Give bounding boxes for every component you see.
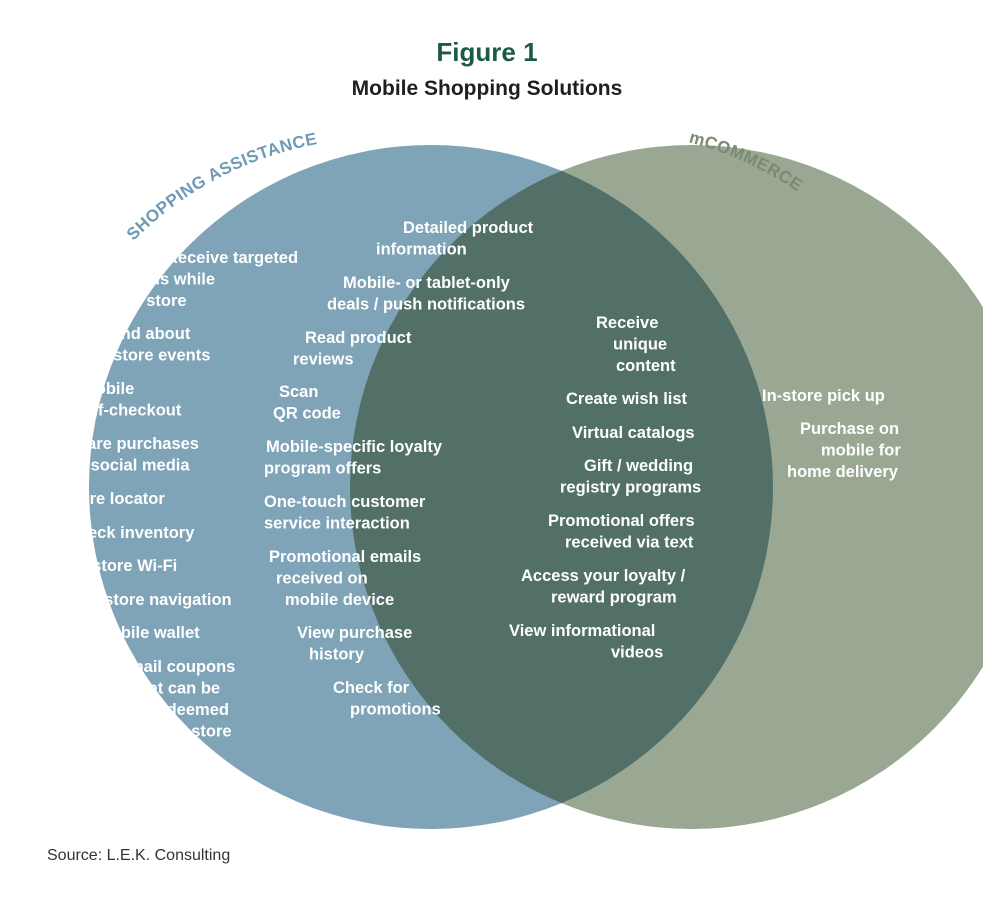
diagram-item-line: in store bbox=[127, 292, 187, 310]
diagram-item: Scan QR code bbox=[273, 383, 341, 423]
diagram-item-line: in store bbox=[172, 723, 232, 741]
diagram-item-line: home delivery bbox=[787, 463, 899, 481]
diagram-item-line: QR code bbox=[273, 405, 341, 423]
diagram-item: Receive targeted deals while in store bbox=[127, 249, 298, 310]
diagram-item-line: reviews bbox=[293, 351, 354, 369]
diagram-item-line: Mobile wallet bbox=[97, 624, 200, 642]
diagram-item-line: unique bbox=[613, 336, 667, 354]
diagram-item-line: Read product bbox=[305, 329, 412, 347]
diagram-item: Detailed product information bbox=[376, 219, 534, 259]
diagram-item-line: In-store navigation bbox=[84, 591, 232, 609]
diagram-item: Purchase on mobile for home delivery bbox=[787, 420, 901, 481]
diagram-item: Read product reviews bbox=[293, 329, 412, 369]
diagram-item-line: that can be bbox=[133, 680, 220, 698]
diagram-item-line: in-store events bbox=[93, 347, 210, 365]
diagram-item: One-touch customer service interaction bbox=[264, 493, 426, 533]
diagram-item-line: mobile for bbox=[821, 442, 901, 460]
diagram-item-line: content bbox=[616, 357, 676, 375]
figure-title: Mobile Shopping Solutions bbox=[352, 77, 623, 100]
overlap-region bbox=[350, 145, 773, 829]
diagram-item-line: Detailed product bbox=[403, 219, 534, 237]
diagram-item-line: Promotional offers bbox=[548, 512, 695, 530]
diagram-item-line: Receive bbox=[596, 314, 658, 332]
diagram-item-line: program offers bbox=[264, 460, 381, 478]
diagram-item-line: Purchase on bbox=[800, 420, 899, 438]
diagram-item: View informational videos bbox=[509, 622, 663, 662]
diagram-item: In-store Wi-Fi bbox=[72, 557, 177, 575]
diagram-item-line: Mobile bbox=[82, 380, 134, 398]
diagram-item-line: Check for bbox=[333, 679, 410, 697]
diagram-item-line: information bbox=[376, 241, 467, 259]
diagram-item: Mobile- or tablet-only deals / push notif… bbox=[327, 274, 525, 314]
diagram-item-line: In-store pick up bbox=[762, 387, 885, 405]
diagram-item: Virtual catalogs bbox=[572, 424, 695, 442]
diagram-item-line: Store locator bbox=[63, 490, 165, 508]
diagram-item: Receive unique content bbox=[596, 314, 676, 375]
diagram-item: Find about in-store events bbox=[93, 325, 210, 365]
diagram-item-line: received via text bbox=[565, 534, 694, 552]
diagram-item: Promotional offers received via text bbox=[548, 512, 695, 552]
diagram-item-line: Access your loyalty / bbox=[521, 567, 686, 585]
diagram-item: Mobile self-checkout bbox=[75, 380, 182, 420]
diagram-item-line: View informational bbox=[509, 622, 655, 640]
diagram-item-line: via social media bbox=[63, 457, 190, 475]
diagram-item: Create wish list bbox=[566, 390, 688, 408]
diagram-item-line: promotions bbox=[350, 701, 441, 719]
diagram-item: Email coupons that can be redeemed in store bbox=[118, 658, 235, 741]
diagram-item-line: Virtual catalogs bbox=[572, 424, 695, 442]
diagram-item: Check for promotions bbox=[333, 679, 441, 719]
diagram-item-line: Email coupons bbox=[118, 658, 235, 676]
diagram-item-line: deals / push notifications bbox=[327, 296, 525, 314]
diagram-item-line: Create wish list bbox=[566, 390, 688, 408]
diagram-item-line: mobile device bbox=[285, 591, 394, 609]
diagram-item-line: One-touch customer bbox=[264, 493, 426, 511]
diagram-item-line: service interaction bbox=[264, 515, 410, 533]
diagram-item-line: history bbox=[309, 646, 365, 664]
diagram-item: Share purchases via social media bbox=[63, 435, 199, 475]
diagram-item: View purchase history bbox=[297, 624, 412, 664]
diagram-item-line: deals while bbox=[127, 271, 215, 289]
diagram-item-line: received on bbox=[276, 570, 368, 588]
diagram-item-line: videos bbox=[611, 644, 663, 662]
diagram-item-line: Mobile-specific loyalty bbox=[266, 438, 443, 456]
figure-label: Figure 1 bbox=[436, 37, 537, 67]
diagram-item-line: reward program bbox=[551, 589, 677, 607]
mcommerce-items: In-store pick up Purchase on mobile for hom… bbox=[762, 387, 901, 481]
diagram-item: Promotional emails received on mobile devi… bbox=[269, 548, 421, 609]
diagram-item-line: Check inventory bbox=[66, 524, 195, 542]
diagram-item-line: Find about bbox=[106, 325, 191, 343]
diagram-item-line: In-store Wi-Fi bbox=[72, 557, 177, 575]
diagram-item: In-store pick up bbox=[762, 387, 885, 405]
diagram-item: Access your loyalty / reward program bbox=[521, 567, 686, 607]
diagram-item-line: Scan bbox=[279, 383, 318, 401]
diagram-item: Gift / wedding registry programs bbox=[560, 457, 701, 497]
diagram-item-line: Receive targeted bbox=[166, 249, 298, 267]
diagram-item: Mobile-specific loyalty program offers bbox=[264, 438, 443, 478]
diagram-item-line: View purchase bbox=[297, 624, 412, 642]
diagram-item-line: Promotional emails bbox=[269, 548, 421, 566]
diagram-item-line: self-checkout bbox=[75, 402, 182, 420]
diagram-item-line: Share purchases bbox=[66, 435, 199, 453]
diagram-item-line: Gift / wedding bbox=[584, 457, 693, 475]
diagram-item: Check inventory bbox=[66, 524, 195, 542]
diagram-item-line: Mobile- or tablet-only bbox=[343, 274, 511, 292]
diagram-item-line: redeemed bbox=[151, 701, 229, 719]
diagram-item: Store locator bbox=[63, 490, 165, 508]
diagram-item: In-store navigation bbox=[84, 591, 232, 609]
source-note: Source: L.E.K. Consulting bbox=[47, 847, 230, 864]
diagram-item: Mobile wallet bbox=[97, 624, 200, 642]
diagram-item-line: registry programs bbox=[560, 479, 701, 497]
